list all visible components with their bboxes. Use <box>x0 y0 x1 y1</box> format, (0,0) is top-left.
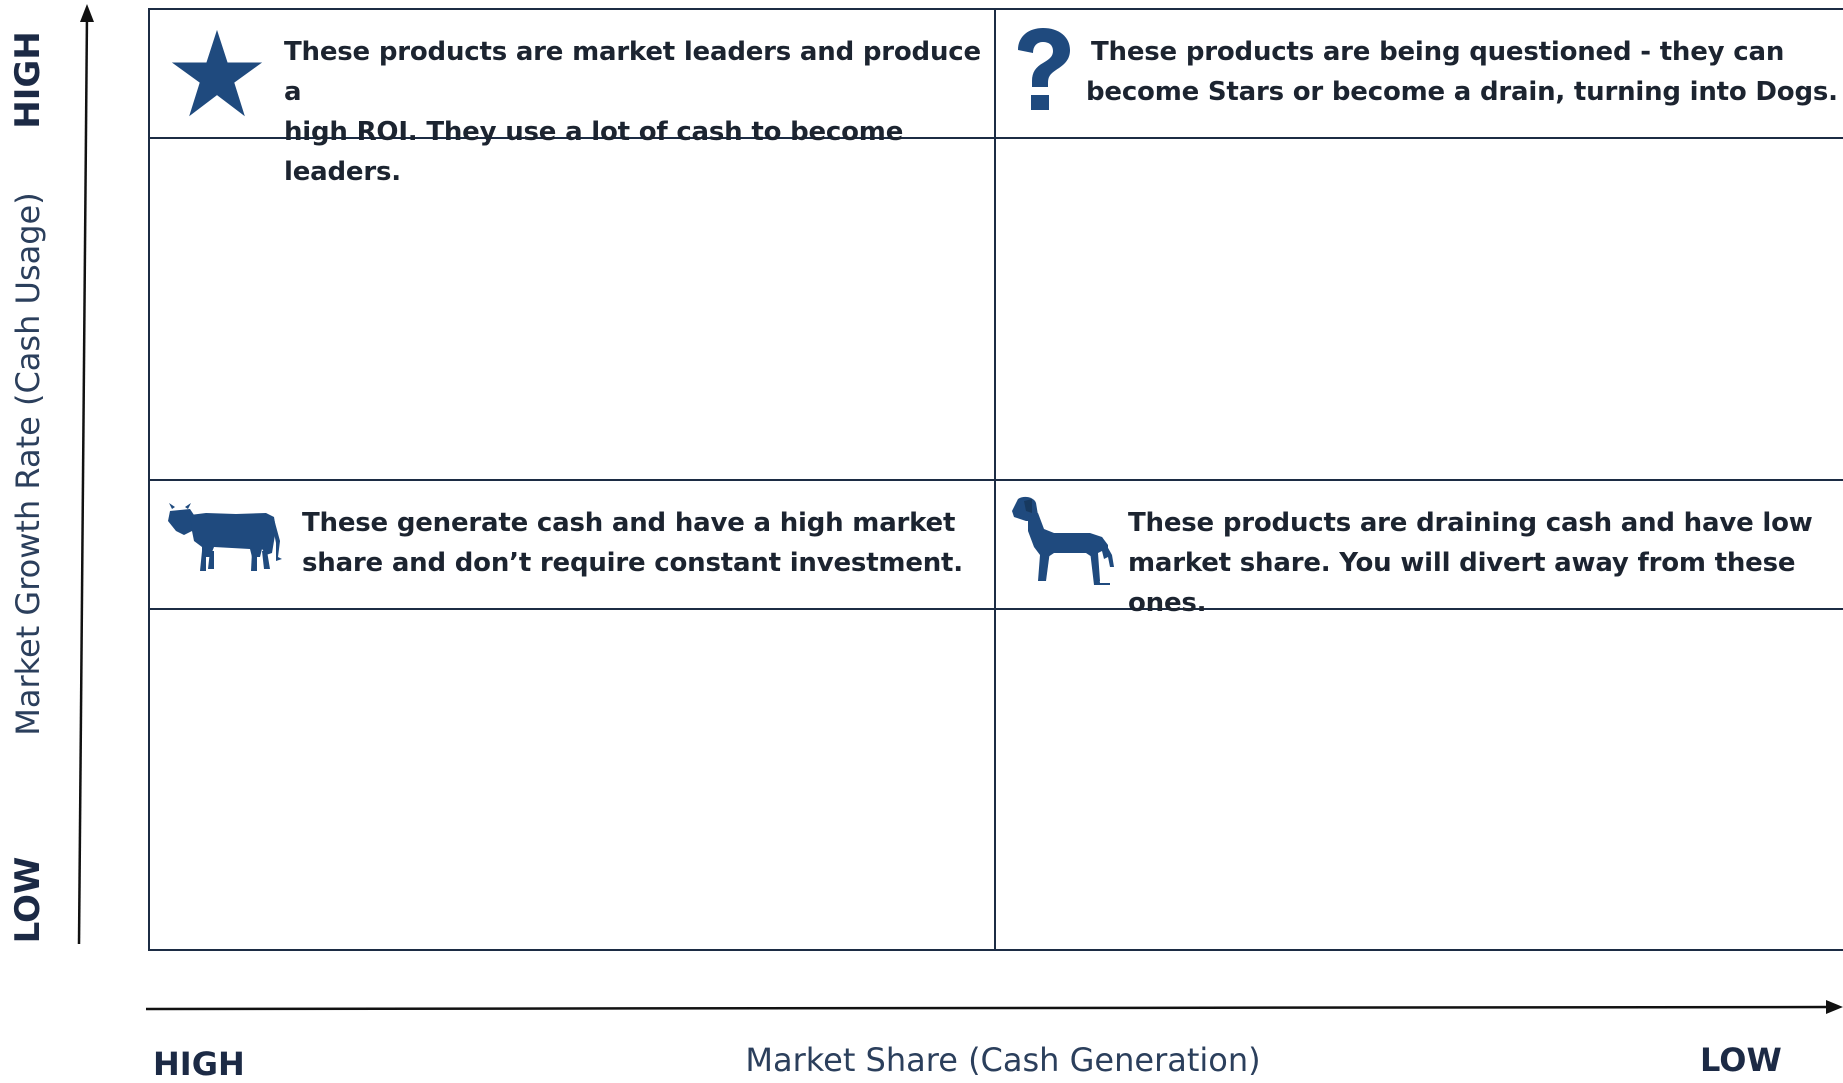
dogs-description-line-2: market share. You will divert away from … <box>1128 548 1796 618</box>
cow-icon <box>168 503 282 571</box>
x-axis-low-label: LOW <box>1700 1041 1782 1079</box>
question-mark-icon <box>1018 28 1070 110</box>
dogs-quadrant-header: These products are draining cash and hav… <box>996 481 1843 618</box>
question-marks-description-line-1: These products are being questioned - th… <box>1091 37 1785 67</box>
question-marks-description-line-2: become Stars or become a drain, turning … <box>1086 77 1838 107</box>
grid-line-left <box>148 8 150 951</box>
cash-cows-description-line-1: These generate cash and have a high mark… <box>302 508 956 538</box>
y-axis-line <box>77 13 89 945</box>
x-axis-title: Market Share (Cash Generation) <box>745 1041 1261 1079</box>
stars-description-line-2: high ROI. They use a lot of cash to beco… <box>284 117 904 187</box>
x-axis-line <box>145 1005 1833 1011</box>
question-marks-quadrant-body <box>996 139 1843 479</box>
dogs-quadrant-body <box>996 610 1843 949</box>
cash-cows-quadrant-header: These generate cash and have a high mark… <box>150 481 994 608</box>
cash-cows-description: These generate cash and have a high mark… <box>302 503 963 583</box>
stars-quadrant-header: These products are market leaders and pr… <box>150 10 994 187</box>
dog-icon <box>1012 496 1114 585</box>
question-marks-quadrant-header: These products are being questioned - th… <box>996 10 1843 137</box>
matrix-grid: These products are market leaders and pr… <box>148 8 1843 951</box>
cash-cows-description-line-2: share and don’t require constant investm… <box>302 548 963 578</box>
dogs-description-line-1: These products are draining cash and hav… <box>1128 508 1813 538</box>
dogs-description: These products are draining cash and hav… <box>1128 503 1843 623</box>
x-axis-high-label: HIGH <box>153 1045 245 1083</box>
cash-cows-quadrant-body <box>150 610 994 949</box>
stars-quadrant-body <box>150 139 994 479</box>
y-axis-high-label: HIGH <box>8 31 48 129</box>
y-axis-low-label: LOW <box>8 856 48 944</box>
y-axis-arrowhead <box>80 4 94 22</box>
star-icon <box>171 29 263 117</box>
grid-line-center <box>994 8 996 951</box>
question-marks-description: These products are being questioned - th… <box>1086 32 1838 112</box>
x-axis-arrowhead <box>1826 1000 1843 1014</box>
stars-description: These products are market leaders and pr… <box>284 32 994 192</box>
stars-description-line-1: These products are market leaders and pr… <box>284 37 981 107</box>
y-axis-title: Market Growth Rate (Cash Usage) <box>9 192 47 736</box>
